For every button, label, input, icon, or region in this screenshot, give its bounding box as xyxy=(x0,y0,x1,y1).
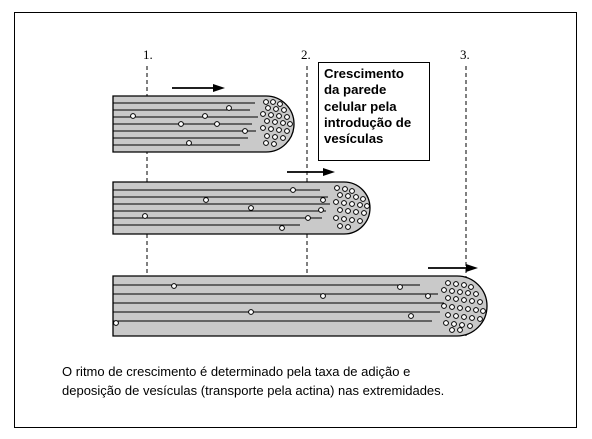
guide-label-3: 3. xyxy=(460,47,470,62)
figure-frame xyxy=(14,12,577,428)
growth-arrow-3 xyxy=(428,264,478,272)
caption-line: deposição de vesículas (transporte pela … xyxy=(62,383,445,398)
callout-line: vesículas xyxy=(324,131,384,147)
callout-line: introdução de xyxy=(324,114,412,130)
callout-line: Crescimento xyxy=(324,66,404,81)
callout-line: celular pela xyxy=(324,98,397,114)
hypha-tube-1 xyxy=(112,95,295,153)
guide-label-2: 2. xyxy=(301,47,311,62)
callout-line: da parede xyxy=(324,82,387,98)
callout-box: Crescimento da parede celular pela intro… xyxy=(318,62,430,161)
caption-line: O ritmo de crescimento é determinado pel… xyxy=(62,364,411,379)
growth-arrow-1 xyxy=(172,84,225,92)
growth-arrow-2 xyxy=(287,168,335,176)
guide-label-1: 1. xyxy=(143,47,153,62)
hypha-tube-3 xyxy=(112,275,488,337)
hypha-tube-2 xyxy=(112,181,371,235)
caption: O ritmo de crescimento é determinado pel… xyxy=(62,362,444,400)
